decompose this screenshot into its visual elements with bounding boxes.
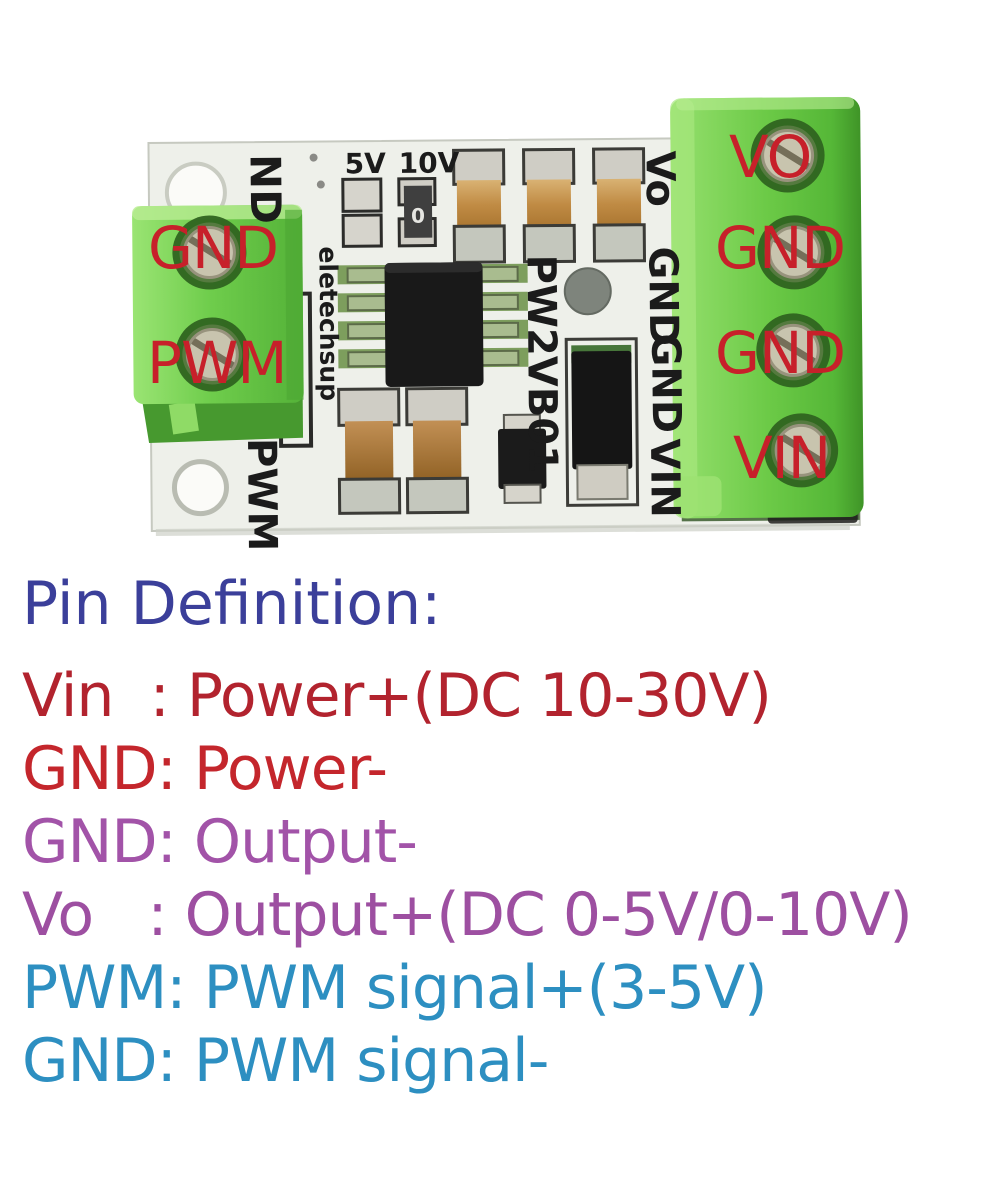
pin-label-pwm-left: PWM — [147, 329, 287, 397]
pin-definition-line-vin: Vin : Power+(DC 10-30V) — [22, 661, 772, 731]
silkscreen-part-number-text: PW2VB01 — [517, 254, 565, 473]
pin-definition-line-gnd-power: GND: Power- — [22, 734, 388, 804]
silkscreen-pwm-bottom-left-text: PWM — [238, 438, 285, 551]
pin-label-vin-right: VIN — [733, 424, 831, 492]
pin-label-gnd-right-lower: GND — [715, 319, 846, 387]
smd-capacitor — [337, 387, 402, 515]
module-photo: 0 — [0, 0, 1000, 560]
pin-definition-line-vo: Vo : Output+(DC 0-5V/0-10V) — [22, 880, 913, 950]
silkscreen-5v-text: 5V — [345, 147, 387, 180]
mounting-hole — [171, 459, 229, 517]
ic-chip — [337, 262, 529, 387]
silkscreen-dot — [316, 180, 325, 189]
silkscreen-vo-text: Vo — [637, 150, 683, 207]
silkscreen-gnd-top-left-text: ND — [241, 154, 291, 224]
silkscreen-10v-text: 10V — [399, 146, 460, 180]
right-terminal-block — [670, 96, 864, 524]
smd-capacitor — [405, 386, 470, 515]
silkscreen-gnd-upper-text: GND — [639, 246, 686, 346]
pin-definition-line-gnd-output: GND: Output- — [22, 807, 418, 877]
pcb-board-graphic: 0 — [132, 96, 864, 551]
pin-label-gnd-left: GND — [148, 214, 279, 282]
jumper-resistor-10v: 0 — [397, 177, 437, 248]
pin-definition-section: Pin Definition: Vin : Power+(DC 10-30V) … — [22, 569, 913, 1098]
silkscreen-vin-text: VIN — [641, 438, 688, 518]
pin-definition-title: Pin Definition: — [22, 569, 442, 639]
silkscreen-gnd-lower-text: GND — [642, 333, 689, 433]
smd-diode — [564, 337, 640, 507]
smd-transistor — [497, 413, 547, 504]
pin-definition-line-gnd-pwm: GND: PWM signal- — [22, 1026, 549, 1096]
silkscreen-dot — [309, 153, 318, 162]
pin-label-vo-right: VO — [729, 123, 812, 191]
pin-label-gnd-right-upper: GND — [715, 214, 846, 282]
pin-definition-line-pwm: PWM: PWM signal+(3-5V) — [22, 953, 768, 1023]
resistor-zero-marking: 0 — [411, 204, 425, 228]
jumper-pads-5v — [341, 177, 383, 248]
via-hole — [563, 267, 612, 316]
silkscreen-brand-text: eletechsup — [313, 246, 343, 401]
left-terminal-block — [132, 204, 304, 444]
